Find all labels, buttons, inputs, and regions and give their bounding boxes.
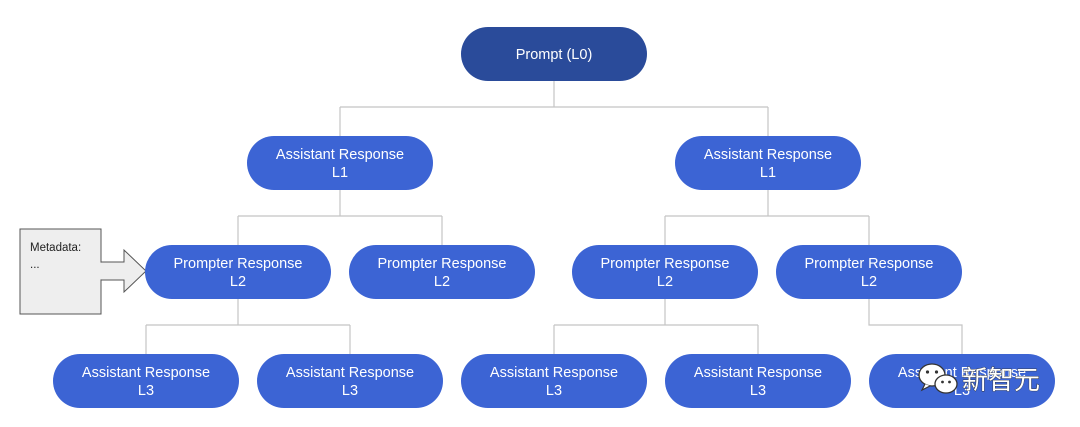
node-level: L2 bbox=[861, 274, 877, 290]
metadata-seam bbox=[99, 262, 103, 280]
node-prompt-l0[interactable]: Prompt (L0) bbox=[461, 27, 647, 81]
node-level: L3 bbox=[546, 383, 562, 399]
node-level: L2 bbox=[230, 274, 246, 290]
node-prompter-l2-1[interactable]: Prompter Response L2 bbox=[145, 245, 331, 299]
node-level: L3 bbox=[342, 383, 358, 399]
node-label: Prompter Response bbox=[174, 256, 303, 272]
node-assistant-l3-1[interactable]: Assistant Response L3 bbox=[53, 354, 239, 408]
node-label: Prompt (L0) bbox=[516, 47, 593, 63]
wechat-icon bbox=[918, 363, 958, 394]
node-level: L3 bbox=[954, 383, 970, 399]
node-prompter-l2-4[interactable]: Prompter Response L2 bbox=[776, 245, 962, 299]
metadata-value: ... bbox=[30, 259, 40, 271]
node-level: L3 bbox=[138, 383, 154, 399]
node-label: Assistant Response bbox=[276, 147, 404, 163]
metadata-box bbox=[19, 228, 102, 315]
node-assistant-l1-right[interactable]: Assistant Response L1 bbox=[675, 136, 861, 190]
metadata-callout: Metadata: ... bbox=[19, 228, 147, 315]
node-label: Assistant Response bbox=[704, 147, 832, 163]
tree-nodes: Prompt (L0) Assistant Response L1 Assist… bbox=[53, 27, 1055, 408]
node-level: L1 bbox=[332, 165, 348, 181]
edge-l2c-l3 bbox=[553, 298, 759, 354]
tree-edges bbox=[145, 81, 963, 354]
node-label: Prompter Response bbox=[601, 256, 730, 272]
node-assistant-l3-2[interactable]: Assistant Response L3 bbox=[257, 354, 443, 408]
node-assistant-l3-3[interactable]: Assistant Response L3 bbox=[461, 354, 647, 408]
node-label: Assistant Response bbox=[82, 365, 210, 381]
node-assistant-l1-left[interactable]: Assistant Response L1 bbox=[247, 136, 433, 190]
edge-l1left-l2 bbox=[237, 189, 443, 245]
watermark-text: 新智元 bbox=[962, 366, 1040, 396]
metadata-arrow bbox=[100, 248, 147, 294]
node-level: L1 bbox=[760, 165, 776, 181]
node-assistant-l3-4[interactable]: Assistant Response L3 bbox=[665, 354, 851, 408]
node-label: Prompter Response bbox=[805, 256, 934, 272]
watermark: 新智元 bbox=[918, 363, 1040, 396]
edge-l2d-l3 bbox=[868, 298, 963, 354]
node-prompter-l2-3[interactable]: Prompter Response L2 bbox=[572, 245, 758, 299]
node-prompter-l2-2[interactable]: Prompter Response L2 bbox=[349, 245, 535, 299]
node-label: Assistant Response bbox=[286, 365, 414, 381]
edge-l1right-l2 bbox=[664, 189, 870, 245]
node-label: Prompter Response bbox=[378, 256, 507, 272]
metadata-label: Metadata: bbox=[30, 242, 81, 254]
edge-l2a-l3 bbox=[145, 298, 351, 354]
node-level: L2 bbox=[434, 274, 450, 290]
node-level: L2 bbox=[657, 274, 673, 290]
node-label: Assistant Response bbox=[694, 365, 822, 381]
node-label: Assistant Response bbox=[490, 365, 618, 381]
node-level: L3 bbox=[750, 383, 766, 399]
edge-root-l1 bbox=[339, 81, 769, 136]
